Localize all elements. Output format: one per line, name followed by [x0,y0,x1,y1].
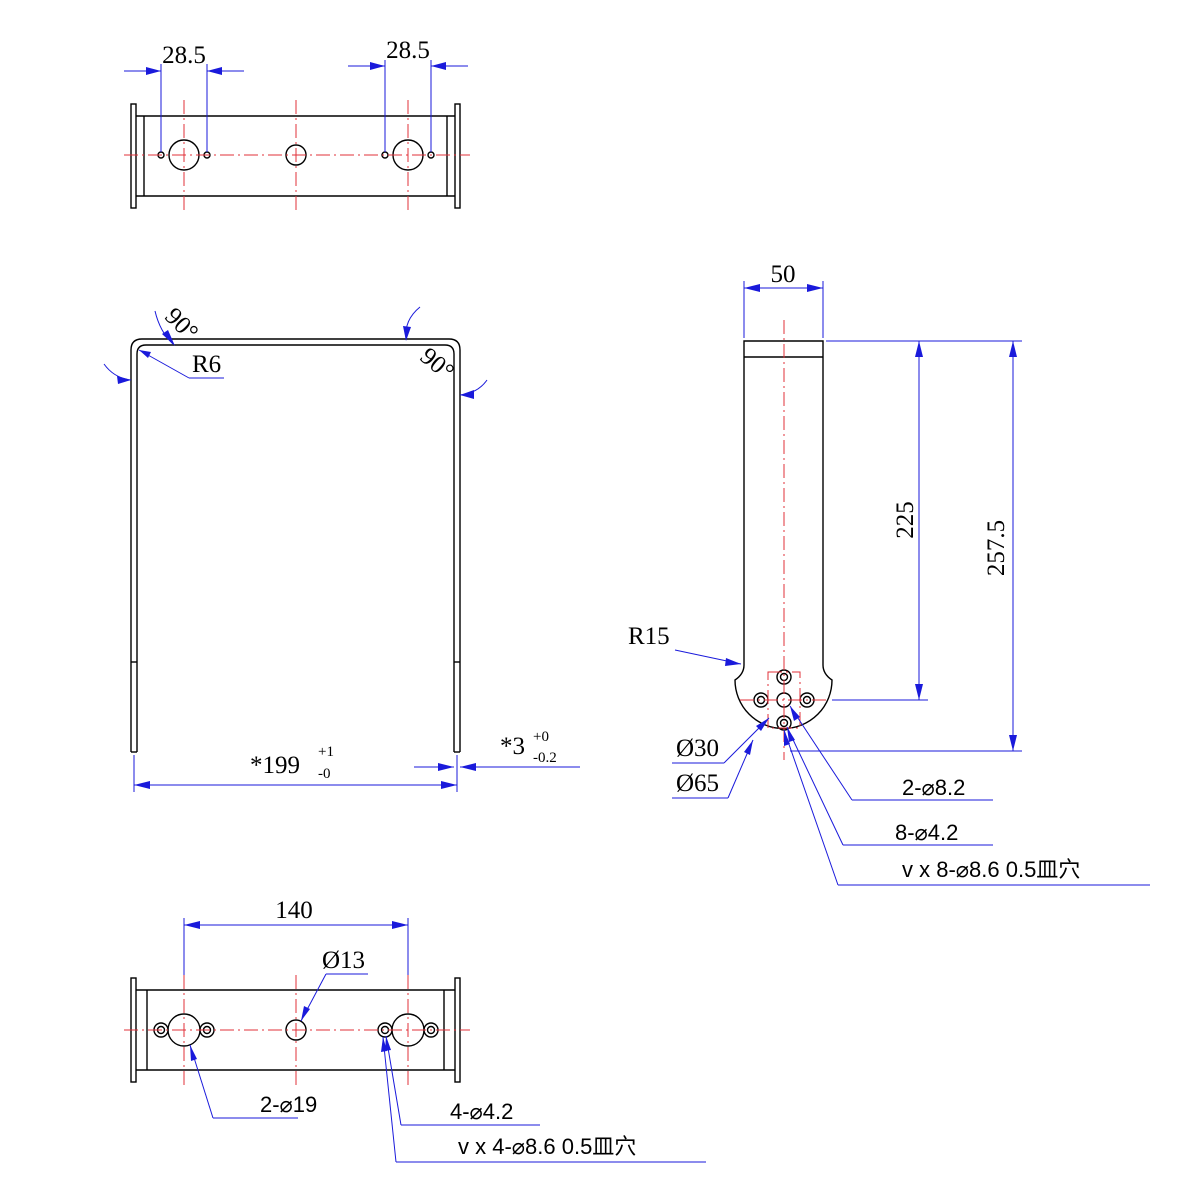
dimension-arrow [431,62,446,70]
dimension-arrow [184,921,200,929]
leader-line [385,1035,402,1126]
dimension-arrow [438,763,454,771]
side-view-height-inner: 225 [892,501,919,539]
front-view-width-tol-upper: +1 [318,744,334,760]
dimension-arrow [756,718,769,731]
dimension-arrow [441,781,457,789]
front-view-inner-profile [136,344,455,752]
dimension-arrow [370,62,385,70]
bottom-view: 140 Ø13 2-⌀19 4-⌀4.2 v x 4-⌀8.6 0.5皿穴 [124,897,706,1163]
side-view-hole-callout-3: v x 8-⌀8.6 0.5皿穴 [902,857,1080,882]
dimension-arrow [162,330,175,346]
bottom-view-hole-callout-2: 4-⌀4.2 [450,1099,513,1124]
dimension-arrow [117,376,131,384]
dimension-arrow [725,658,741,666]
dimension-arrow [1009,341,1017,357]
side-view-radius: R15 [628,623,670,650]
dimension-arrow [134,781,150,789]
side-view-hole-callout-1: 2-⌀8.2 [902,775,965,800]
leader-line [382,1036,397,1163]
dimension-arrow [915,341,923,357]
side-view-hole-callout-2: 8-⌀4.2 [895,820,958,845]
front-view-outer-profile [130,338,461,752]
dimension-arrow [385,1036,391,1051]
dimension-arrow [392,921,408,929]
front-view: 90° 90° R6 *199 +1 -0 *3 +0 -0.2 [103,303,580,792]
front-view-width: *199 [250,752,300,779]
front-view-radius: R6 [192,351,221,378]
dimension-arrow [787,727,795,742]
side-view-height-outer: 257.5 [983,520,1010,576]
top-view-dimension-right: 28.5 [386,37,430,64]
bottom-view-spacing: 140 [275,897,313,924]
side-view: 50 225 257.5 R15 Ø30 Ø65 2-⌀8.2 [628,261,1150,886]
top-view: 28.5 28.5 [124,37,470,210]
top-view-left-flange [130,103,137,209]
bottom-view-hole-inner [426,1025,436,1035]
dimension-arrow [807,284,823,292]
front-view-thickness-tol-upper: +0 [533,729,549,745]
bottom-view-hole-callout-1: 2-⌀19 [260,1092,317,1117]
dimension-arrow [207,67,222,75]
dimension-arrow [190,1045,197,1061]
dimension-arrow [460,390,474,399]
bottom-view-dia-center: Ø13 [322,947,365,974]
dimension-arrow [460,763,476,771]
dimension-arrow [381,1037,387,1052]
side-view-hole-inner [802,695,812,705]
top-view-dimension-left: 28.5 [162,42,206,69]
side-view-hole-inner [779,718,789,728]
side-view-dia-large: Ø65 [676,770,719,797]
leader-line [789,705,853,801]
dimension-arrow [146,67,161,75]
leader-line [783,729,839,886]
top-view-right-flange [454,103,461,209]
side-view-dia-small: Ø30 [676,735,719,762]
leader-line [786,726,844,846]
bottom-view-hole-callout-3: v x 4-⌀8.6 0.5皿穴 [458,1134,636,1159]
dimension-arrow [301,1006,310,1021]
front-view-angle-left: 90° [159,303,203,347]
dimension-arrow [403,326,411,341]
dimension-arrow [744,284,760,292]
side-view-width: 50 [771,261,796,288]
front-view-thickness: *3 [500,733,525,760]
front-view-thickness-tol-lower: -0.2 [533,750,557,766]
dimension-arrow [784,730,790,746]
dimension-arrow [915,684,923,700]
dimension-arrow [1009,735,1017,751]
dimension-arrow [139,350,151,358]
dimension-arrow [744,740,753,755]
front-view-width-tol-lower: -0 [318,766,331,782]
dimension-arrow [790,706,800,721]
